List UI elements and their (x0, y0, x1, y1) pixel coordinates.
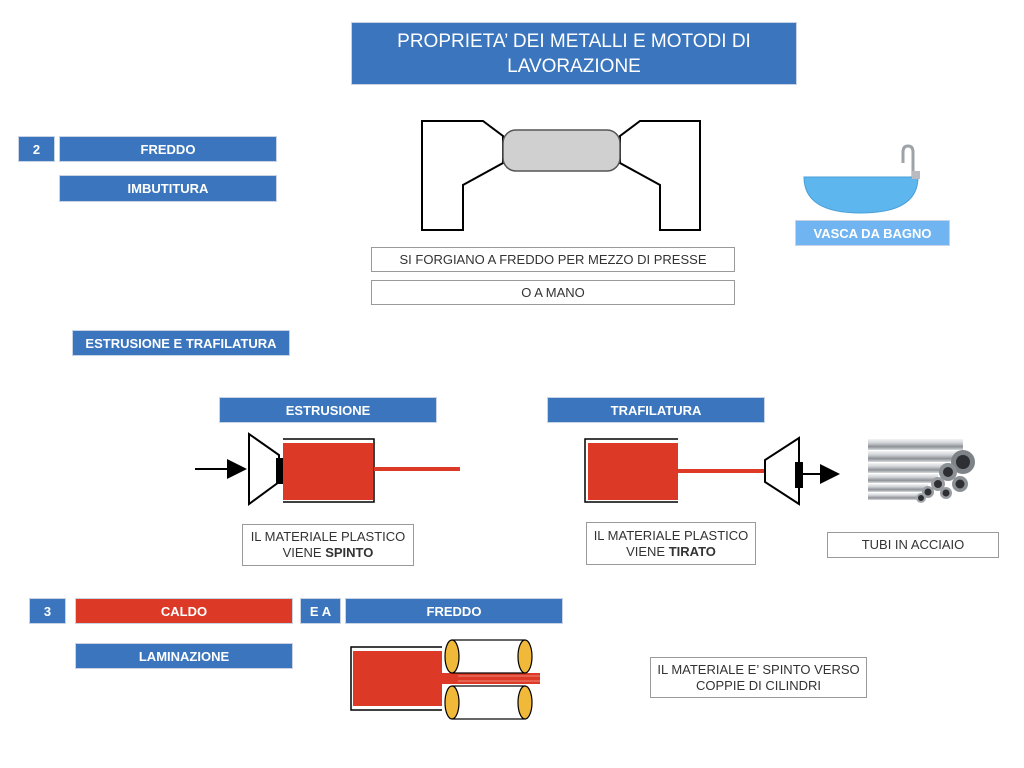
step-number-2: 2 (18, 136, 55, 162)
extrusion-drawing-header: ESTRUSIONE E TRAFILATURA (72, 330, 290, 356)
cold-label: FREDDO (59, 136, 277, 162)
steel-tubes-image (868, 439, 975, 503)
step-number-3: 3 (29, 598, 66, 624)
pushed-note-text: IL MATERIALE PLASTICO VIENE (250, 529, 406, 560)
hot-label: CALDO (75, 598, 293, 624)
rolling-note: IL MATERIALE E’ SPINTO VERSO COPPIE DI C… (650, 657, 867, 698)
pushed-note-bold: SPINTO (325, 545, 374, 560)
page-title: PROPRIETA’ DEI METALLI E MOTODI DI LAVOR… (351, 22, 797, 85)
pulled-note-text: IL MATERIALE PLASTICO VIENE (593, 527, 749, 559)
and-label: E A (300, 598, 341, 624)
press-forging-diagram (421, 120, 701, 231)
hand-note: O A MANO (371, 280, 735, 305)
pushed-note: IL MATERIALE PLASTICO VIENE SPINTO (242, 524, 414, 566)
steel-tubes-label: TUBI IN ACCIAIO (827, 532, 999, 558)
upper-roller (444, 639, 533, 674)
wire-drawing-diagram (584, 436, 840, 506)
pulled-note: IL MATERIALE PLASTICO VIENE TIRATO (586, 522, 756, 565)
pulled-note-bold: TIRATO (668, 543, 716, 559)
drawing-label: TRAFILATURA (547, 397, 765, 423)
forge-note: SI FORGIANO A FREDDO PER MEZZO DI PRESSE (371, 247, 735, 272)
rolling-diagram (350, 639, 540, 720)
rolling-label: LAMINAZIONE (75, 643, 293, 669)
lower-roller (444, 685, 533, 720)
extrusion-label: ESTRUSIONE (219, 397, 437, 423)
bathtub-label: VASCA DA BAGNO (795, 220, 950, 246)
bathtub-icon (803, 144, 920, 214)
extrusion-diagram (195, 432, 460, 506)
deep-drawing-label: IMBUTITURA (59, 175, 277, 202)
cold-label-2: FREDDO (345, 598, 563, 624)
